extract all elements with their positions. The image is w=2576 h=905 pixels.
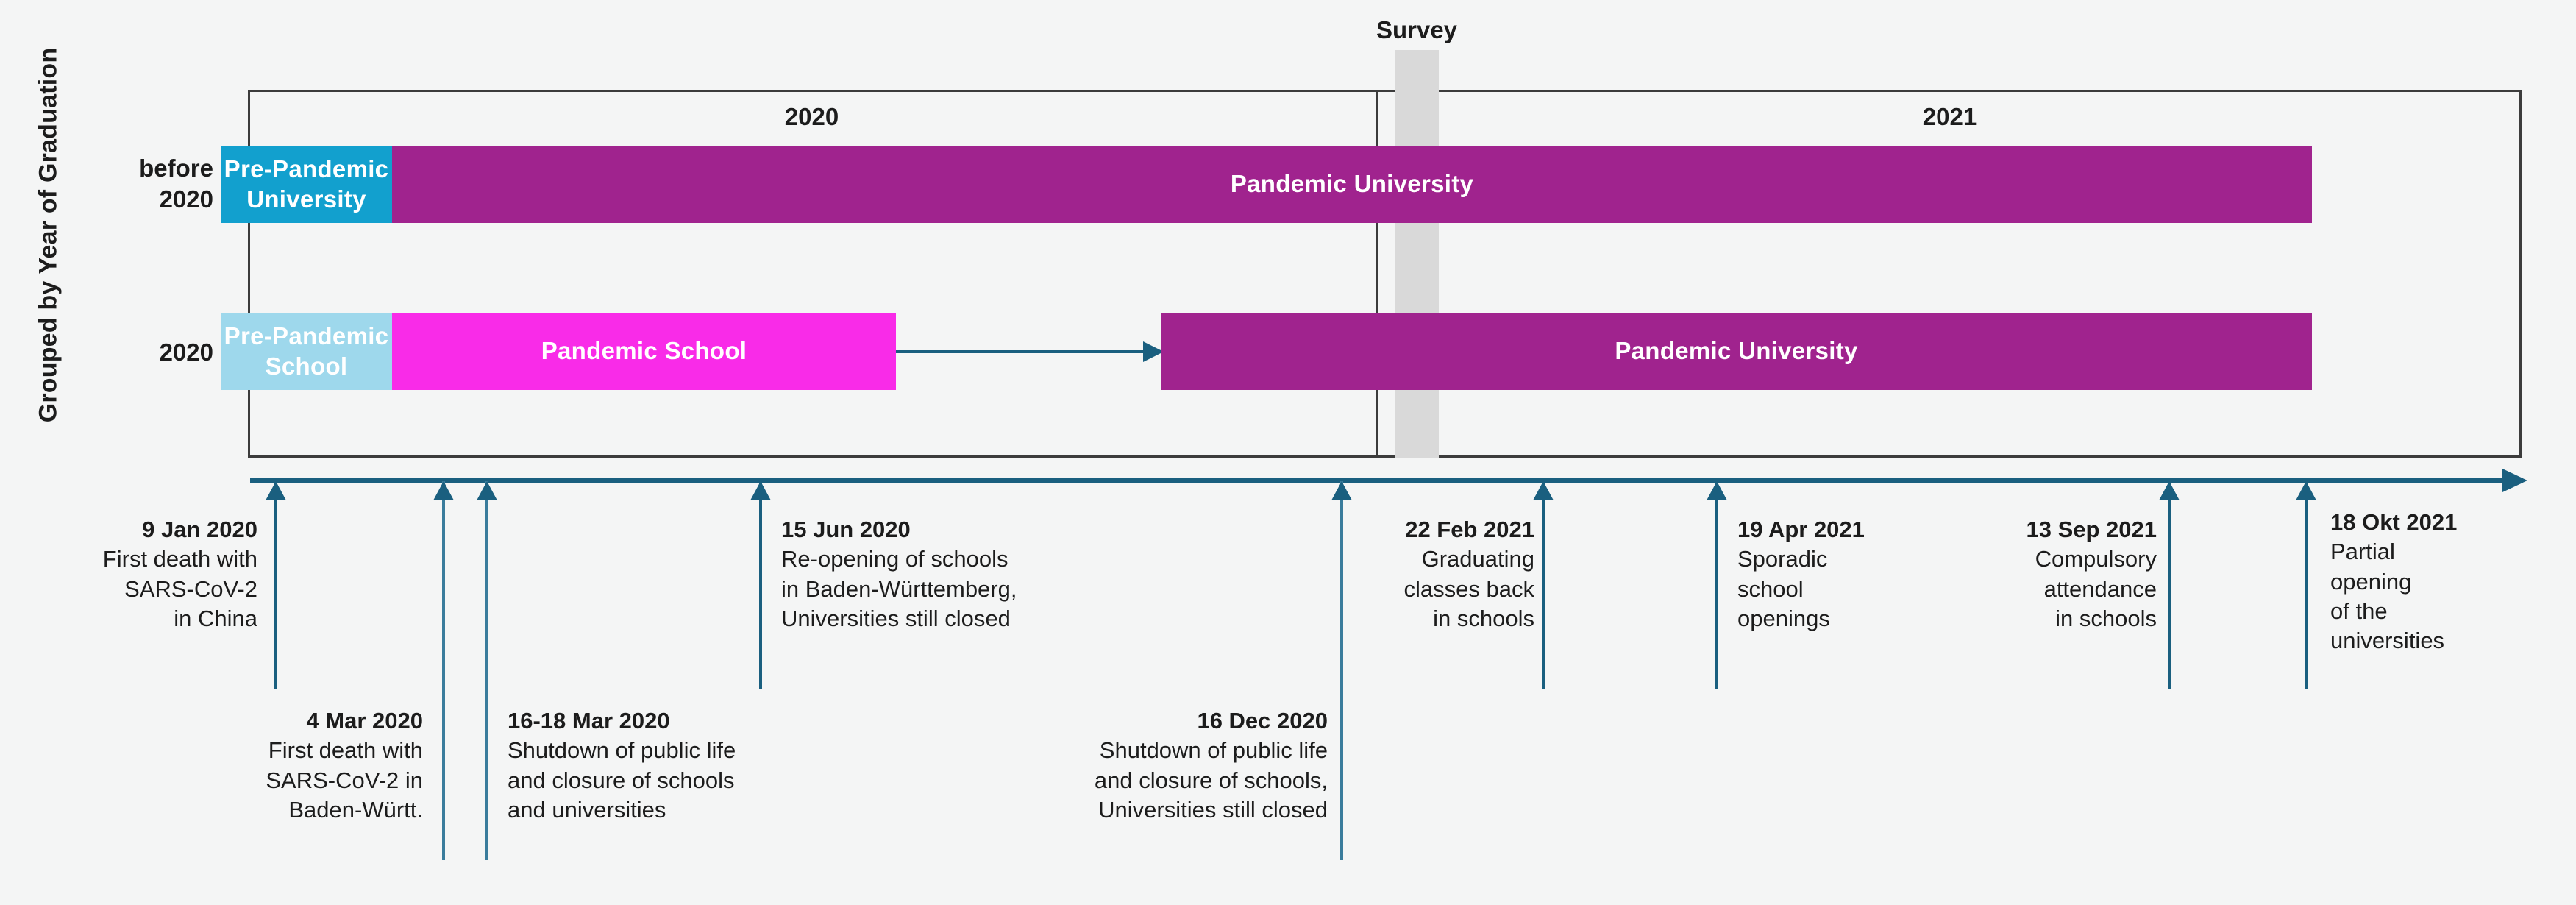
bar-pre-pandemic-university-line2: University [246, 185, 366, 213]
event-note-18-okt-2021: 18 Okt 2021 Partial opening of the unive… [2330, 508, 2566, 656]
event-body-16-dec-2020: Shutdown of public life and closure of s… [1094, 737, 1328, 823]
bar-pandemic-university-row2[interactable]: Pandemic University [1161, 313, 2312, 390]
school-to-university-arrow [896, 341, 1164, 362]
tick-arrow-16-dec-2020 [1331, 481, 1352, 860]
event-date-16-18-mar-2020: 16-18 Mar 2020 [508, 708, 670, 734]
year-label-2020: 2020 [784, 103, 839, 130]
bar-pandemic-school-label: Pandemic School [541, 337, 747, 365]
tick-arrow-9-jan-2020 [266, 481, 286, 689]
tick-arrow-4-mar-2020 [433, 481, 454, 860]
event-note-16-dec-2020: 16 Dec 2020 Shutdown of public life and … [916, 706, 1328, 825]
event-body-13-sep-2021: Compulsory attendance in schools [2035, 546, 2157, 631]
event-body-16-18-mar-2020: Shutdown of public life and closure of s… [508, 737, 736, 823]
row-label-before-2020-line2: 2020 [159, 185, 213, 213]
event-note-16-18-mar-2020: 16-18 Mar 2020 Shutdown of public life a… [508, 706, 919, 825]
row-label-before-2020: before 2020 [59, 153, 213, 214]
tick-arrow-19-apr-2021 [1707, 481, 1727, 689]
event-note-9-jan-2020: 9 Jan 2020 First death with SARS-CoV-2 i… [15, 515, 257, 634]
event-body-15-jun-2020: Re-opening of schools in Baden-Württembe… [781, 546, 1017, 631]
event-body-4-mar-2020: First death with SARS-CoV-2 in Baden-Wür… [266, 737, 423, 823]
event-note-19-apr-2021: 19 Apr 2021 Sporadic school openings [1737, 515, 1958, 634]
event-date-15-jun-2020: 15 Jun 2020 [781, 517, 911, 542]
event-date-16-dec-2020: 16 Dec 2020 [1197, 708, 1328, 734]
bar-pre-pandemic-school-line1: Pre-Pandemic [224, 322, 389, 350]
event-date-13-sep-2021: 13 Sep 2021 [2026, 517, 2157, 542]
event-body-18-okt-2021: Partial opening of the universities [2330, 539, 2445, 654]
event-note-15-jun-2020: 15 Jun 2020 Re-opening of schools in Bad… [781, 515, 1193, 634]
bar-pandemic-university-row2-label: Pandemic University [1615, 337, 1858, 365]
row-label-2020-line1: 2020 [159, 338, 213, 366]
bar-pandemic-university-row1[interactable]: Pandemic University [392, 146, 2312, 223]
plot-frame [248, 90, 2522, 458]
bar-pandemic-school[interactable]: Pandemic School [392, 313, 896, 390]
bar-pre-pandemic-school[interactable]: Pre-Pandemic School [221, 313, 392, 390]
bar-pre-pandemic-school-line2: School [265, 352, 348, 380]
event-note-13-sep-2021: 13 Sep 2021 Compulsory attendance in sch… [1914, 515, 2157, 634]
row-label-before-2020-line1: before [139, 155, 213, 182]
event-date-4-mar-2020: 4 Mar 2020 [306, 708, 423, 734]
event-date-9-jan-2020: 9 Jan 2020 [142, 517, 257, 542]
event-body-22-feb-2021: Graduating classes back in schools [1403, 546, 1534, 631]
event-date-19-apr-2021: 19 Apr 2021 [1737, 517, 1865, 542]
row-label-2020: 2020 [59, 337, 213, 368]
event-date-18-okt-2021: 18 Okt 2021 [2330, 509, 2458, 535]
tick-arrow-16-18-mar-2020 [477, 481, 497, 860]
timeline-axis [250, 469, 2527, 492]
tick-arrow-18-okt-2021 [2296, 481, 2316, 689]
bar-pandemic-university-row1-label: Pandemic University [1230, 170, 1474, 198]
tick-arrow-13-sep-2021 [2159, 481, 2180, 689]
y-axis-label: Grouped by Year of Graduation [34, 47, 63, 423]
tick-arrow-22-feb-2021 [1533, 481, 1554, 689]
event-body-9-jan-2020: First death with SARS-CoV-2 in China [102, 546, 257, 631]
tick-arrow-15-jun-2020 [750, 481, 771, 689]
survey-label: Survey [1376, 16, 1458, 43]
bar-pre-pandemic-university-line1: Pre-Pandemic [224, 155, 389, 183]
event-body-19-apr-2021: Sporadic school openings [1737, 546, 1830, 631]
year-label-2021: 2021 [1922, 103, 1977, 130]
year-divider [1376, 90, 1378, 458]
event-date-22-feb-2021: 22 Feb 2021 [1405, 517, 1534, 542]
event-note-22-feb-2021: 22 Feb 2021 Graduating classes back in s… [1321, 515, 1534, 634]
bar-pre-pandemic-university[interactable]: Pre-Pandemic University [221, 146, 392, 223]
event-note-4-mar-2020: 4 Mar 2020 First death with SARS-CoV-2 i… [180, 706, 423, 825]
